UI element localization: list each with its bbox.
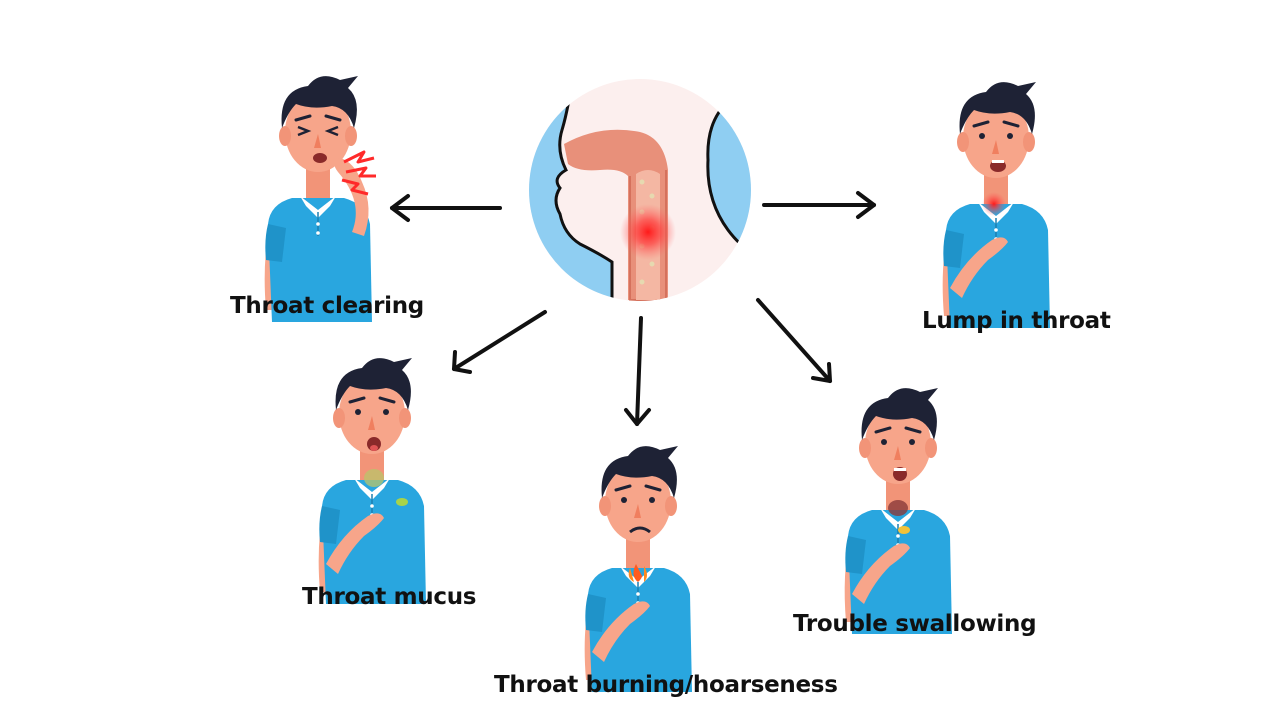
label-throat-burning-hoarseness: Throat burning/hoarseness (494, 672, 838, 698)
arrow-to-throat-burning (624, 316, 651, 426)
man-coughing-icon (263, 74, 376, 324)
label-throat-mucus: Throat mucus (302, 584, 477, 610)
arrow-to-lump-in-throat (762, 191, 876, 219)
arrow-to-throat-clearing (390, 194, 502, 222)
label-trouble-swallowing: Trouble swallowing (793, 611, 1037, 637)
label-lump-in-throat: Lump in throat (922, 308, 1111, 334)
throat-anatomy-icon (529, 79, 751, 301)
arrow-to-trouble-swallowing (756, 298, 832, 383)
man-throat-burning-icon (583, 444, 694, 694)
arrows (390, 191, 876, 426)
man-throat-mucus-icon (317, 356, 428, 606)
man-swallowing-icon (843, 386, 954, 636)
label-throat-clearing: Throat clearing (230, 293, 424, 319)
arrow-to-throat-mucus (452, 310, 547, 374)
man-throat-lump-icon (941, 80, 1052, 330)
